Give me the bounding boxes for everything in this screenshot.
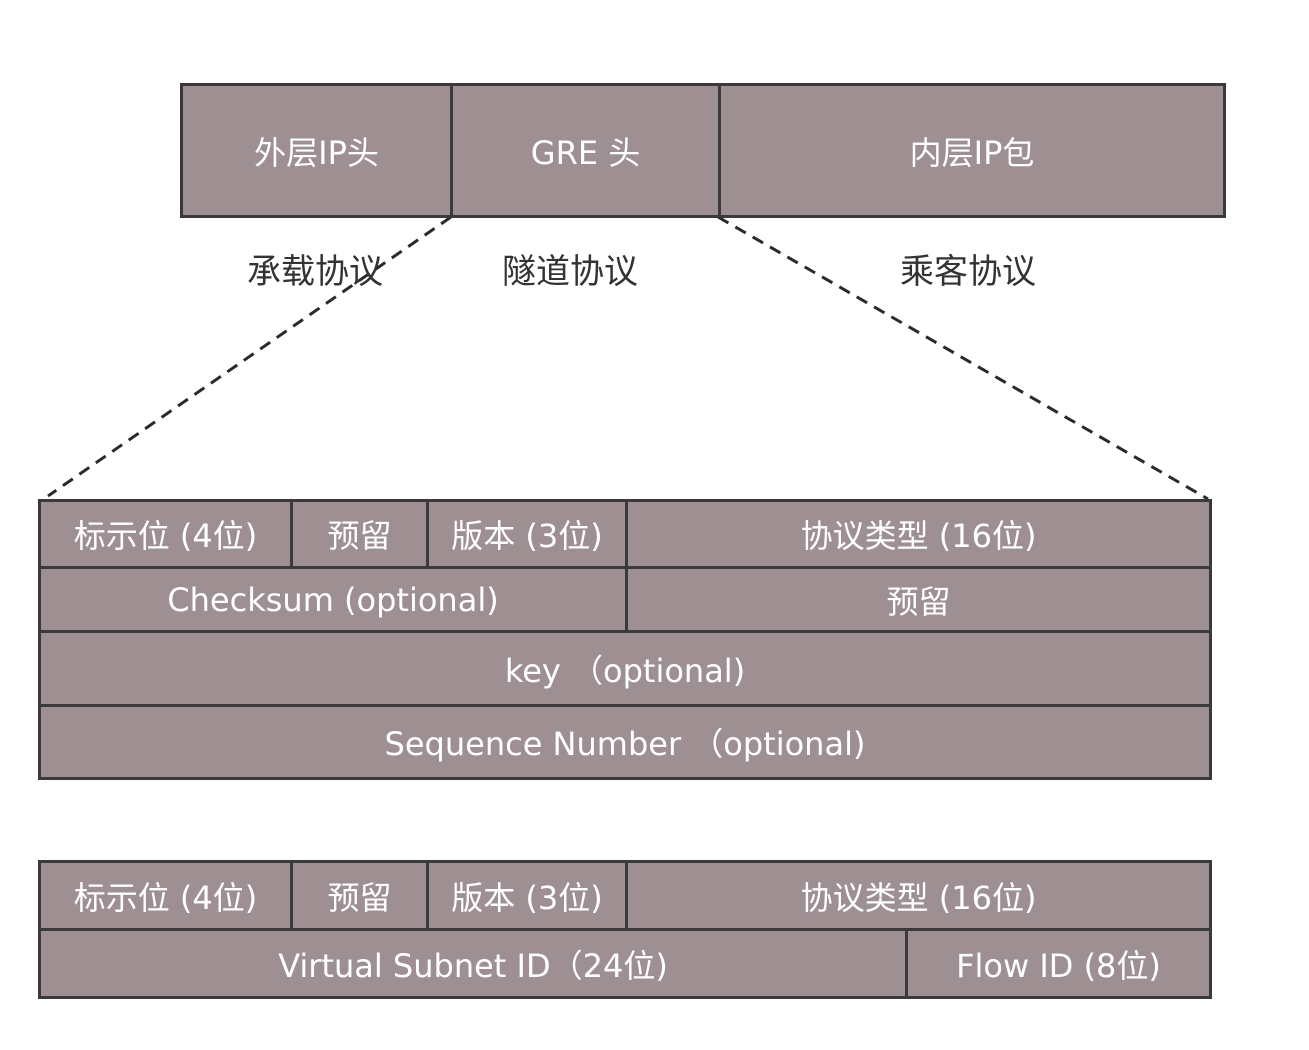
outer-ip-header-label: 外层IP头 bbox=[254, 133, 379, 172]
gre-protocol-type-label: 协议类型 (16位) bbox=[800, 517, 1037, 555]
nvgre-flags-label: 标示位 (4位) bbox=[73, 878, 258, 917]
gre-header-label: GRE 头 bbox=[530, 133, 641, 172]
inner-ip-packet: 内层IP包 bbox=[718, 83, 1226, 218]
gre-reserved2-label: 预留 bbox=[886, 582, 951, 621]
nvgre-protocol-type-label: 协议类型 (16位) bbox=[800, 878, 1037, 917]
gre-key-label: key （optional) bbox=[504, 651, 746, 690]
gre-reserved-field: 预留 bbox=[290, 499, 429, 569]
gre-header: GRE 头 bbox=[450, 83, 721, 218]
nvgre-reserved-label: 预留 bbox=[327, 878, 392, 917]
nvgre-version-field: 版本 (3位) bbox=[426, 860, 628, 931]
gre-version-field: 版本 (3位) bbox=[426, 499, 628, 569]
nvgre-protocol-type-field: 协议类型 (16位) bbox=[625, 860, 1212, 931]
gre-sequence-number-field: Sequence Number （optional) bbox=[38, 704, 1212, 780]
outer-ip-header: 外层IP头 bbox=[180, 83, 453, 218]
nvgre-flags-field: 标示位 (4位) bbox=[38, 860, 293, 931]
gre-key-field: key （optional) bbox=[38, 630, 1212, 707]
gre-flags-field: 标示位 (4位) bbox=[38, 499, 293, 569]
gre-version-label: 版本 (3位) bbox=[451, 517, 603, 555]
tunnel-protocol-label: 隧道协议 bbox=[502, 251, 638, 292]
gre-sequence-number-label: Sequence Number （optional) bbox=[384, 725, 866, 763]
nvgre-version-label: 版本 (3位) bbox=[451, 878, 603, 917]
nvgre-flow-id-label: Flow ID (8位) bbox=[956, 946, 1161, 985]
gre-checksum-field: Checksum (optional) bbox=[38, 566, 628, 633]
gre-reserved2-field: 预留 bbox=[625, 566, 1212, 633]
nvgre-vsid-label: Virtual Subnet ID（24位) bbox=[278, 946, 668, 985]
nvgre-vsid-field: Virtual Subnet ID（24位) bbox=[38, 928, 908, 999]
gre-flags-label: 标示位 (4位) bbox=[73, 517, 258, 555]
nvgre-reserved-field: 预留 bbox=[290, 860, 429, 931]
carrier-protocol-label: 承载协议 bbox=[247, 251, 383, 292]
passenger-protocol-label: 乘客协议 bbox=[900, 251, 1036, 292]
nvgre-flow-id-field: Flow ID (8位) bbox=[905, 928, 1212, 999]
gre-reserved-label: 预留 bbox=[327, 517, 392, 555]
inner-ip-packet-label: 内层IP包 bbox=[909, 133, 1035, 172]
gre-checksum-label: Checksum (optional) bbox=[167, 580, 499, 619]
gre-protocol-type-field: 协议类型 (16位) bbox=[625, 499, 1212, 569]
